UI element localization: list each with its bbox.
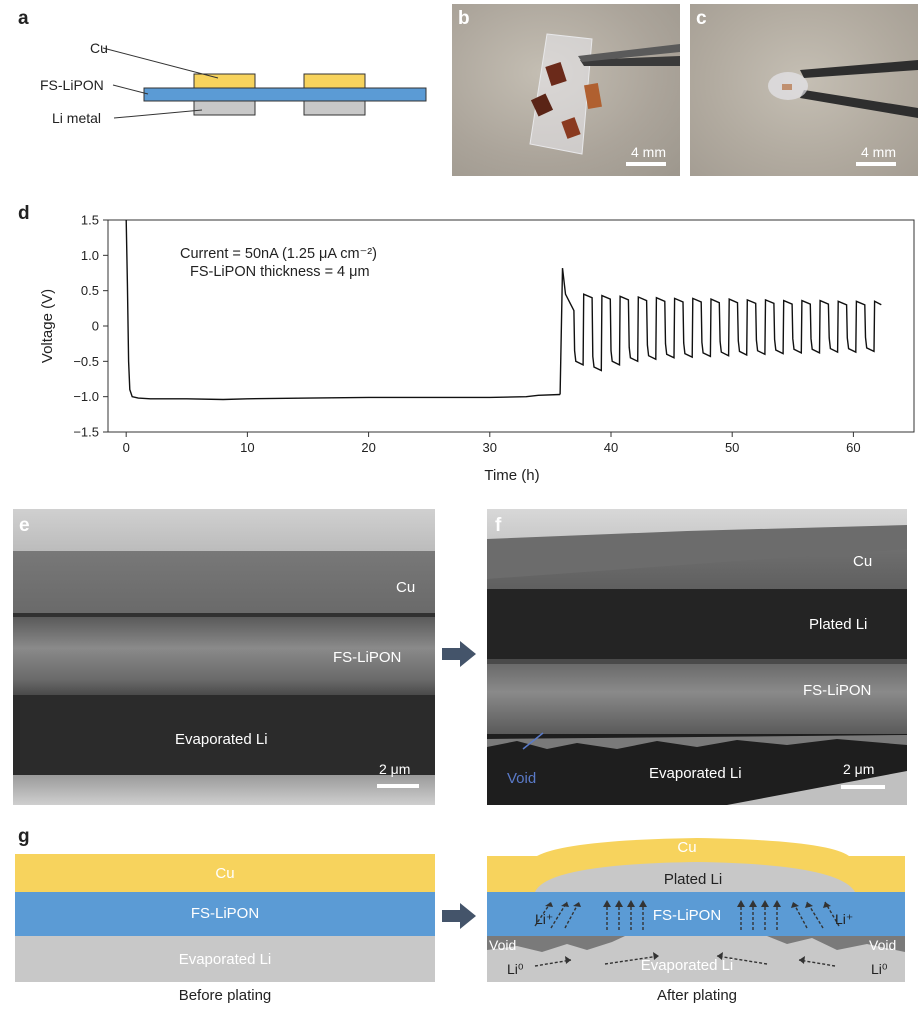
scale-c-bar [856, 162, 896, 166]
lipon-label: FS-LiPON [40, 77, 104, 93]
scale-c-label: 4 mm [861, 144, 896, 160]
before-cu-label: Cu [215, 865, 235, 882]
y-tick-label: 0.5 [81, 283, 99, 298]
after-caption: After plating [656, 987, 738, 1004]
cu-pad-left [193, 73, 256, 90]
after-plated-li-layer [535, 862, 855, 892]
after-lipon-label: FS-LiPON [653, 907, 721, 924]
cycling-series-line [559, 268, 882, 395]
li-pad-right [303, 100, 366, 116]
li-pad-left [193, 100, 256, 116]
lipon-strip [143, 87, 427, 102]
scale-f-label: 2 μm [843, 761, 875, 777]
after-li-label: Evaporated Li [641, 957, 734, 974]
void-left-label: Void [489, 937, 516, 953]
void-right-label: Void [869, 937, 896, 953]
panel-b-label: b [458, 8, 470, 29]
before-lipon-layer [15, 892, 435, 936]
li0-right-label: Li⁰ [871, 961, 888, 977]
sem-f-li-label: Evaporated Li [649, 765, 742, 782]
scale-e-bar [377, 784, 419, 788]
x-tick-label: 10 [240, 440, 254, 455]
y-tick-label: −1.5 [73, 425, 99, 440]
scale-f-bar [841, 785, 885, 789]
y-tick-label: −1.0 [73, 389, 99, 404]
sem-f-cu-label: Cu [853, 553, 873, 570]
cu-label: Cu [90, 40, 108, 56]
sem-f-lipon-label: FS-LiPON [803, 682, 872, 699]
scale-b-bar [626, 162, 666, 166]
panel-e-label: e [19, 515, 30, 536]
before-li-layer [15, 936, 435, 982]
sem-f-void-label: Void [507, 770, 537, 787]
scale-b-label: 4 mm [631, 144, 666, 160]
after-cu-label: Cu [677, 839, 696, 856]
before-caption: Before plating [178, 987, 272, 1004]
panel-f-sem-image: f Cu Plated Li FS-LiPON Evaporated Li Vo… [487, 509, 907, 805]
arrow-e-to-f [442, 641, 476, 667]
before-li-label: Evaporated Li [178, 951, 272, 968]
photo-b-content [529, 33, 680, 155]
void-region-left [487, 936, 625, 952]
x-tick-label: 40 [604, 440, 618, 455]
panel-e-sem-image: e Cu FS-LiPON Evaporated Li 2 μm [13, 509, 435, 805]
chart-annotation-thickness: FS-LiPON thickness = 4 μm [190, 264, 370, 280]
chart-annotation-current: Current = 50nA (1.25 μA cm⁻²) [180, 246, 377, 262]
y-tick-label: 1.5 [81, 213, 99, 228]
panel-b-photo: b 4 mm [452, 4, 680, 176]
y-tick-label: 0 [92, 319, 99, 334]
after-lipon-layer [487, 892, 905, 936]
y-tick-label: −0.5 [73, 354, 99, 369]
y-tick-label: 1.0 [81, 248, 99, 263]
panel-f-label: f [495, 515, 502, 536]
li-plus-left-label: Li⁺ [535, 911, 553, 927]
arrow-before-to-after [442, 903, 476, 929]
x-tick-label: 20 [361, 440, 375, 455]
scale-e-label: 2 μm [379, 761, 411, 777]
x-axis-label: Time (h) [484, 467, 539, 484]
sem-e-cu-label: Cu [396, 579, 416, 596]
x-tick-label: 30 [483, 440, 497, 455]
x-tick-label: 60 [846, 440, 860, 455]
after-plated-label: Plated Li [664, 871, 722, 888]
after-plating-schematic: Cu Plated Li FS-LiPON Evaporated Li Void… [487, 838, 905, 982]
sem-f-plated-label: Plated Li [809, 616, 868, 633]
sem-e-lipon-label: FS-LiPON [333, 649, 402, 666]
cu-pad-right [303, 73, 366, 90]
panel-g-label: g [18, 826, 30, 847]
li-metal-label: Li metal [52, 110, 101, 126]
panel-a-label: a [18, 8, 29, 29]
panel-c-label: c [696, 8, 707, 29]
li0-left-label: Li⁰ [507, 961, 524, 977]
before-lipon-label: FS-LiPON [190, 905, 260, 922]
y-axis-label: Voltage (V) [39, 289, 56, 363]
x-tick-label: 0 [123, 440, 130, 455]
sem-e-li-label: Evaporated Li [175, 731, 268, 748]
panel-a-schematic: Cu FS-LiPON Li metal [40, 40, 427, 126]
void-region-right [767, 936, 905, 952]
x-tick-label: 50 [725, 440, 739, 455]
photo-c-content [768, 60, 918, 118]
before-cu-layer [15, 854, 435, 892]
panel-c-photo: c 4 mm [690, 4, 918, 176]
plating-series-line [125, 219, 561, 401]
li-plus-right-label: Li⁺ [835, 911, 853, 927]
panel-d-label: d [18, 203, 30, 224]
voltage-time-chart: 0 10 20 30 40 50 60 −1.5 −1.0 −0.5 0 0.5 1.0 1.5 Curr… [39, 213, 915, 484]
